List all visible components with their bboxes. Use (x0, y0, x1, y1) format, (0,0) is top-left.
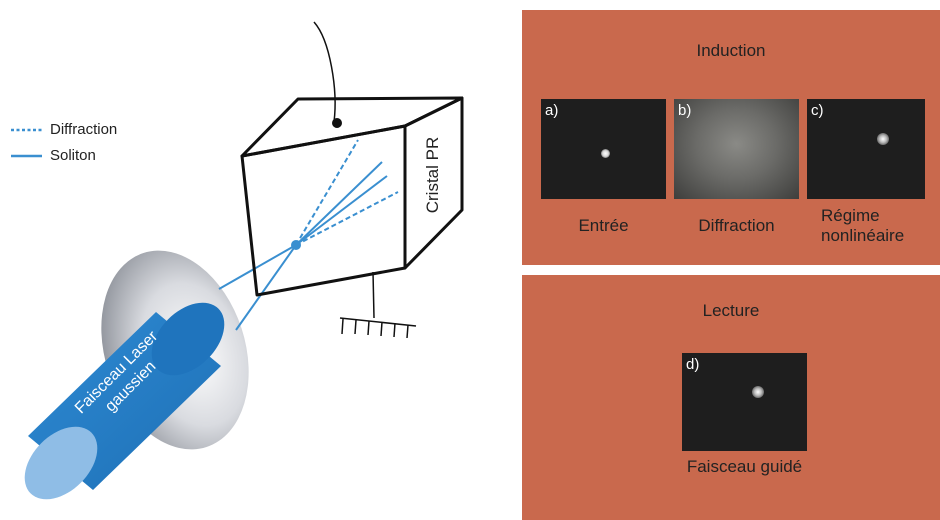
input-beam-spot (601, 149, 610, 158)
soliton-ray (295, 161, 383, 246)
diffraction-ray (295, 191, 399, 246)
soliton-beam-spot (877, 133, 889, 145)
induction-panel: Induction a) b) c) Entrée Diffraction Ré… (522, 10, 940, 265)
frame-b-diffraction: b) (674, 99, 799, 199)
crystal-cube (240, 96, 464, 297)
beam-rays (218, 139, 399, 331)
legend (11, 128, 42, 158)
frame-d-guided: d) (682, 353, 807, 451)
electrode-dot (332, 118, 342, 128)
lecture-title: Lecture (702, 301, 760, 320)
diffraction-ray (295, 139, 359, 246)
induction-title: Induction (696, 41, 766, 60)
legend-soliton-label: Soliton (50, 147, 96, 164)
cylinder-end-face (24, 426, 98, 500)
ground-symbol (339, 271, 417, 339)
guided-beam-spot (752, 386, 764, 398)
electrode-wire (313, 21, 336, 123)
caption-diffraction: Diffraction (698, 216, 775, 235)
caption-entree: Entrée (578, 216, 629, 235)
frame-c-nonlinear: c) (807, 99, 925, 199)
lecture-panel: Lecture d) Faisceau guidé (522, 275, 940, 520)
caption-regime-nonlineaire: Régime nonlinéaire (821, 206, 905, 245)
focus-point (291, 240, 301, 250)
experiment-schematic (11, 21, 464, 500)
legend-diffraction-label: Diffraction (50, 121, 118, 138)
caption-faisceau-guide: Faisceau guidé (686, 457, 803, 476)
laser-beam-cylinder (24, 302, 225, 500)
soliton-ray (295, 175, 388, 246)
frame-c-tag: c) (811, 102, 824, 119)
frame-d-tag: d) (686, 356, 700, 373)
frame-a-tag: a) (545, 102, 559, 119)
frame-a-entree: a) (541, 99, 666, 199)
frame-b-tag: b) (678, 102, 692, 119)
